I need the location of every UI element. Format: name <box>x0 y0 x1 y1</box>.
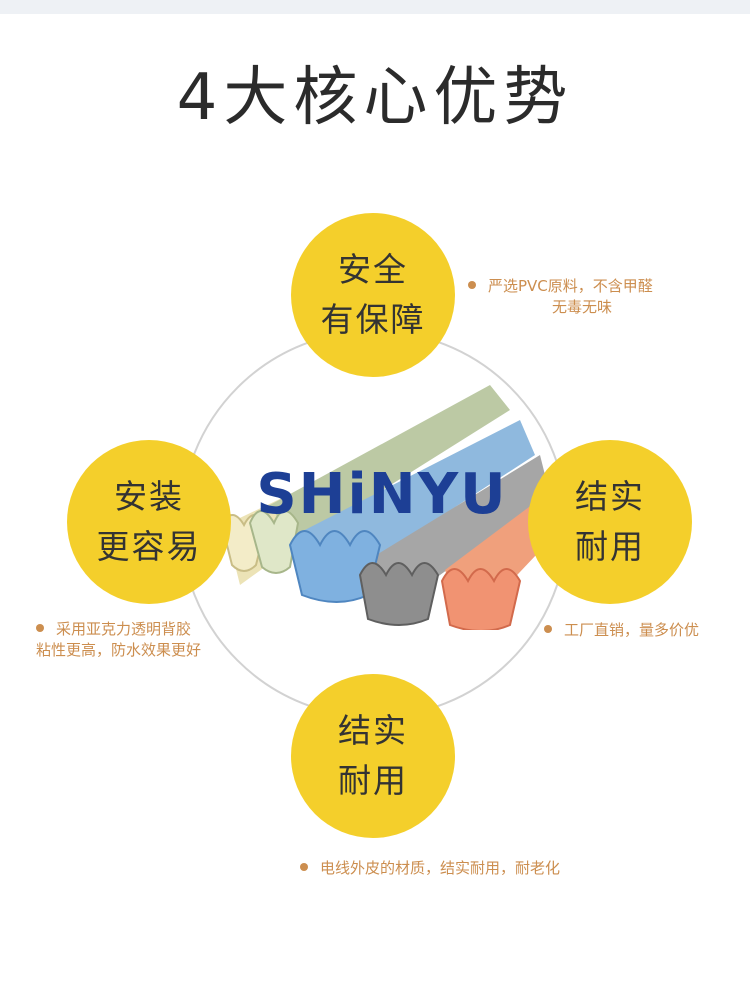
bullet-dot-icon <box>36 623 44 632</box>
note-install-line1: 采用亚克力透明背胶 <box>56 620 192 638</box>
note-safety-line1: 严选PVC原料，不含甲醛 <box>488 277 653 295</box>
feature-circle-safety: 安全 有保障 <box>291 213 455 377</box>
profile-blue <box>288 530 382 603</box>
feature-note-durable-right: 工厂直销，量多价优 <box>544 620 699 641</box>
feature-durable-right-line1: 结实 <box>575 477 645 516</box>
channel-strips <box>220 385 555 630</box>
top-band <box>0 0 750 14</box>
feature-durable-right-line2: 耐用 <box>575 527 645 566</box>
feature-durable-bottom-line2: 耐用 <box>338 761 408 800</box>
bullet-dot-icon <box>468 280 476 289</box>
profile-gray <box>358 562 440 626</box>
feature-durable-bottom-line1: 结实 <box>338 711 408 750</box>
note-install-line2: 粘性更高，防水效果更好 <box>36 641 202 659</box>
feature-safety-line2: 有保障 <box>320 300 426 339</box>
feature-safety-line1: 安全 <box>338 250 408 289</box>
bullet-dot-icon <box>544 624 552 633</box>
profile-orange <box>440 568 522 630</box>
profile-green <box>248 510 300 574</box>
page-title: 4大核心优势 <box>176 61 574 135</box>
feature-note-durable-bottom: 电线外皮的材质，结实耐用，耐老化 <box>300 858 560 879</box>
feature-note-install: 采用亚克力透明背胶 粘性更高，防水效果更好 <box>36 619 201 661</box>
feature-install-line2: 更容易 <box>96 527 202 566</box>
note-durable-right-line1: 工厂直销，量多价优 <box>564 621 700 639</box>
feature-note-safety: 严选PVC原料，不含甲醛 无毒无味 <box>468 276 653 318</box>
strip-green <box>270 385 510 545</box>
feature-circle-durable-right: 结实 耐用 <box>528 440 692 604</box>
feature-circle-durable-bottom: 结实 耐用 <box>291 674 455 838</box>
note-durable-bottom-line1: 电线外皮的材质，结实耐用，耐老化 <box>320 859 561 877</box>
feature-circle-install: 安装 更容易 <box>67 440 231 604</box>
feature-install-line1: 安装 <box>114 477 184 516</box>
note-safety-line2: 无毒无味 <box>552 298 613 316</box>
bullet-dot-icon <box>300 862 308 871</box>
brand-logo: SHiNYU <box>256 462 507 527</box>
wire-channel-product-image: SHiNYU <box>220 385 555 630</box>
